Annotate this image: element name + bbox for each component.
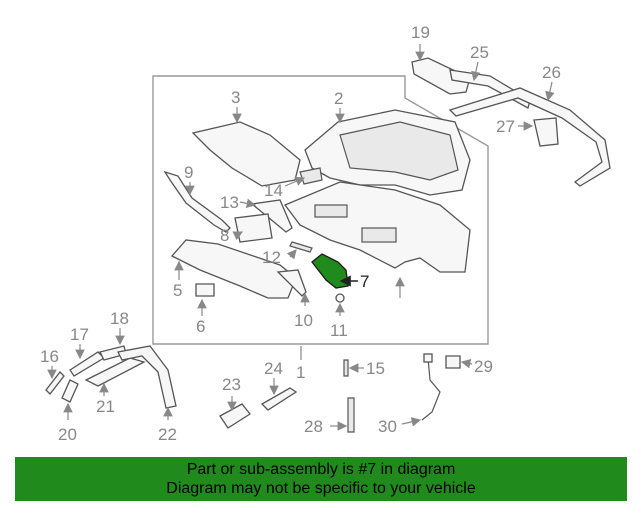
part-14-latch[interactable] [284, 167, 323, 187]
part-23-pad[interactable] [219, 396, 251, 429]
part-13-bracket[interactable] [239, 198, 293, 233]
callout-20: 20 [58, 425, 77, 444]
callout-24: 24 [264, 359, 283, 378]
callout-27: 27 [496, 117, 515, 136]
part-9-seal[interactable] [163, 170, 231, 233]
callout-21: 21 [96, 397, 115, 416]
part-29-switch[interactable] [445, 355, 473, 369]
callout-9: 9 [184, 163, 193, 182]
callout-25: 25 [470, 43, 489, 62]
part-15-pin[interactable] [343, 359, 364, 377]
callout-29: 29 [474, 357, 493, 376]
part-24-handle[interactable] [260, 378, 298, 411]
part-17-trim[interactable] [69, 344, 106, 377]
part-12-rod[interactable] [286, 241, 313, 260]
part-26-rail[interactable] [448, 81, 611, 187]
callout-8: 8 [220, 226, 229, 245]
callout-6: 6 [196, 317, 205, 336]
callout-16: 16 [40, 347, 59, 366]
part-10-handle[interactable] [276, 269, 310, 306]
callout-5: 5 [173, 281, 182, 300]
callout-14: 14 [264, 181, 283, 200]
info-banner: Part or sub-assembly is #7 in diagram Di… [15, 457, 627, 501]
callout-13: 13 [220, 193, 239, 212]
callout-3: 3 [231, 88, 240, 107]
part-6-clip[interactable] [195, 283, 215, 316]
callout-10: 10 [294, 311, 313, 330]
callout-23: 23 [222, 375, 241, 394]
part-7-highlighted[interactable] [311, 253, 358, 289]
part-frame [283, 181, 471, 298]
part-28-strut[interactable] [330, 397, 355, 433]
callout-11: 11 [330, 321, 348, 340]
callout-7: 7 [360, 272, 369, 291]
part-20-trim[interactable] [61, 379, 79, 420]
part-5-rear-bow[interactable] [170, 239, 297, 299]
callout-26: 26 [542, 63, 561, 82]
part-22-trim[interactable] [117, 345, 177, 420]
callout-2: 2 [334, 89, 343, 108]
part-25-rail[interactable] [449, 61, 531, 109]
part-2-soft-top[interactable] [304, 108, 471, 196]
banner-line-1: Part or sub-assembly is #7 in diagram [186, 461, 456, 478]
part-21-trim[interactable] [84, 357, 146, 396]
callout-17: 17 [70, 325, 89, 344]
part-16-trim[interactable] [45, 366, 65, 395]
part-27-bracket[interactable] [518, 117, 559, 147]
assembly-boundary [152, 75, 489, 345]
callout-18: 18 [110, 309, 129, 328]
callout-30: 30 [378, 417, 397, 436]
callout-28: 28 [304, 417, 323, 436]
callout-15: 15 [366, 359, 385, 378]
part-3-headliner[interactable] [191, 107, 301, 187]
callout-12: 12 [262, 248, 281, 267]
part-11-bolt[interactable] [335, 293, 345, 316]
callout-22: 22 [158, 425, 177, 444]
part-8-lock[interactable] [232, 213, 273, 243]
part-30-harness[interactable] [401, 353, 441, 427]
parts-diagram: 1 2 3 5 6 7 8 9 10 11 12 13 14 15 16 17 … [40, 23, 611, 444]
callout-19: 19 [411, 23, 430, 42]
banner-line-2: Diagram may not be specific to your vehi… [166, 480, 476, 497]
callout-1: 1 [296, 363, 305, 382]
part-19-cover[interactable] [411, 44, 471, 95]
